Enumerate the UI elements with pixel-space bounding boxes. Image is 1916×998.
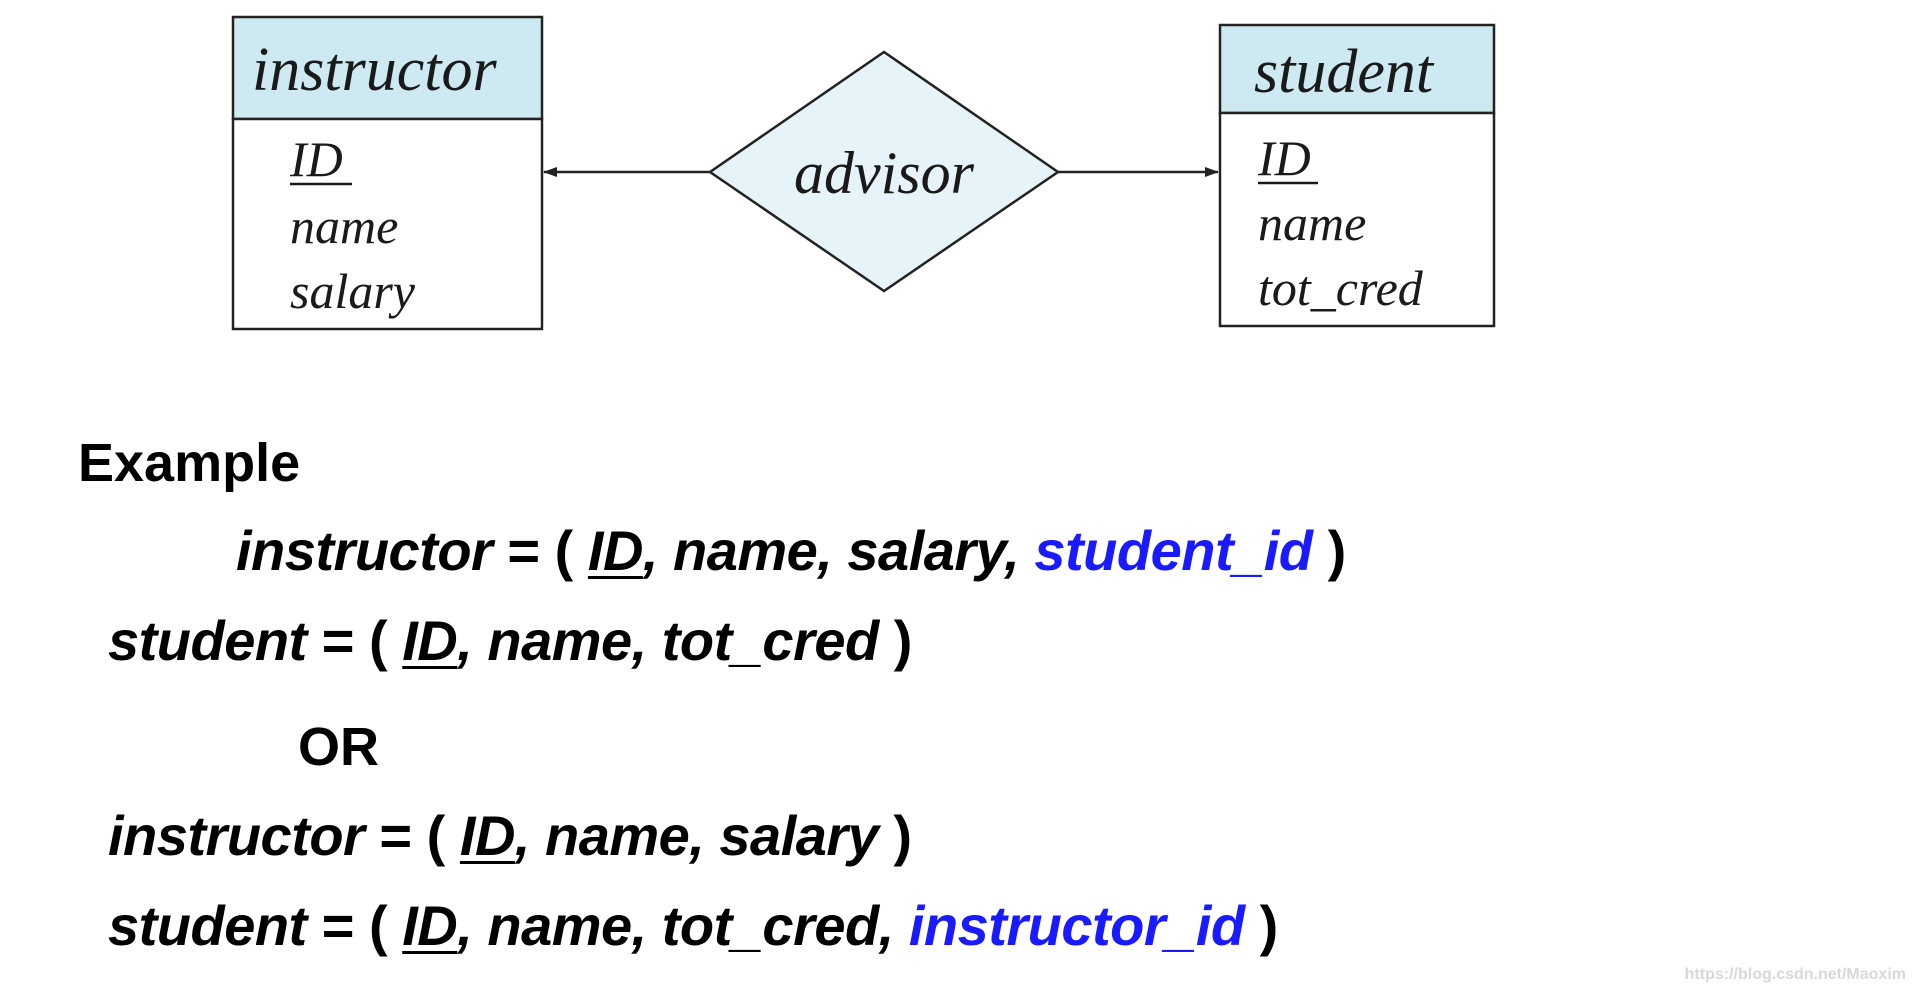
equals-open: = ( (306, 609, 403, 672)
relationship-label: advisor (794, 140, 975, 206)
entity-instructor-title: instructor (252, 36, 497, 104)
or-label: OR (298, 717, 379, 777)
relation-name: instructor (108, 804, 365, 867)
close-paren: ) (878, 804, 912, 867)
entity-instructor-attr-id: ID (289, 131, 343, 187)
primary-key: ID (402, 894, 458, 957)
watermark: https://blog.csdn.net/Maoxim (1684, 966, 1906, 983)
primary-key: ID (459, 804, 516, 867)
entity-instructor-body (231, 117, 544, 331)
relation-name: instructor (236, 519, 493, 582)
relation-name: student (108, 609, 307, 672)
relationship-diamond (707, 50, 1061, 293)
foreign-key-attribute: instructor_id (908, 894, 1245, 957)
entity-student-attr-totcred: tot_cred (1258, 260, 1424, 316)
primary-key: ID (587, 519, 644, 582)
entity-student-title: student (1254, 38, 1435, 106)
relation-name: student (108, 894, 307, 957)
attribute-list: , name, salary (514, 804, 879, 867)
attribute-list: , name, salary, (642, 519, 1035, 582)
example-heading: Example (78, 433, 301, 493)
schema-line-student-1: student = ( ID, name, tot_cred ) (108, 608, 912, 673)
attribute-list: , name, tot_cred, (457, 894, 909, 957)
foreign-key-attribute: student_id (1034, 519, 1313, 582)
schema-line-instructor-2: instructor = ( ID, name, salary ) (108, 803, 912, 868)
entity-student-attr-name: name (1258, 195, 1366, 251)
entity-instructor-attr-salary: salary (290, 263, 416, 319)
entity-student-body (1218, 111, 1496, 328)
close-paren: ) (1312, 519, 1347, 582)
close-paren: ) (1244, 894, 1279, 957)
close-paren: ) (878, 609, 913, 672)
entity-student-header (1218, 23, 1496, 115)
entity-instructor-attr-name: name (290, 198, 398, 254)
entity-instructor-header (231, 15, 544, 121)
schema-line-instructor-1: instructor = ( ID, name, salary, student… (236, 518, 1346, 583)
equals-open: = ( (306, 894, 403, 957)
equals-open: = ( (492, 519, 588, 582)
entity-instructor: instructor ID name salary (231, 15, 544, 331)
relationship-advisor: advisor (707, 50, 1061, 293)
schema-line-student-2: student = ( ID, name, tot_cred, instruct… (108, 893, 1278, 958)
equals-open: = ( (364, 804, 460, 867)
entity-student-attr-id: ID (1257, 130, 1311, 186)
entity-student: student ID name tot_cred (1218, 23, 1496, 328)
attribute-list: , name, tot_cred (457, 609, 879, 672)
primary-key: ID (402, 609, 458, 672)
